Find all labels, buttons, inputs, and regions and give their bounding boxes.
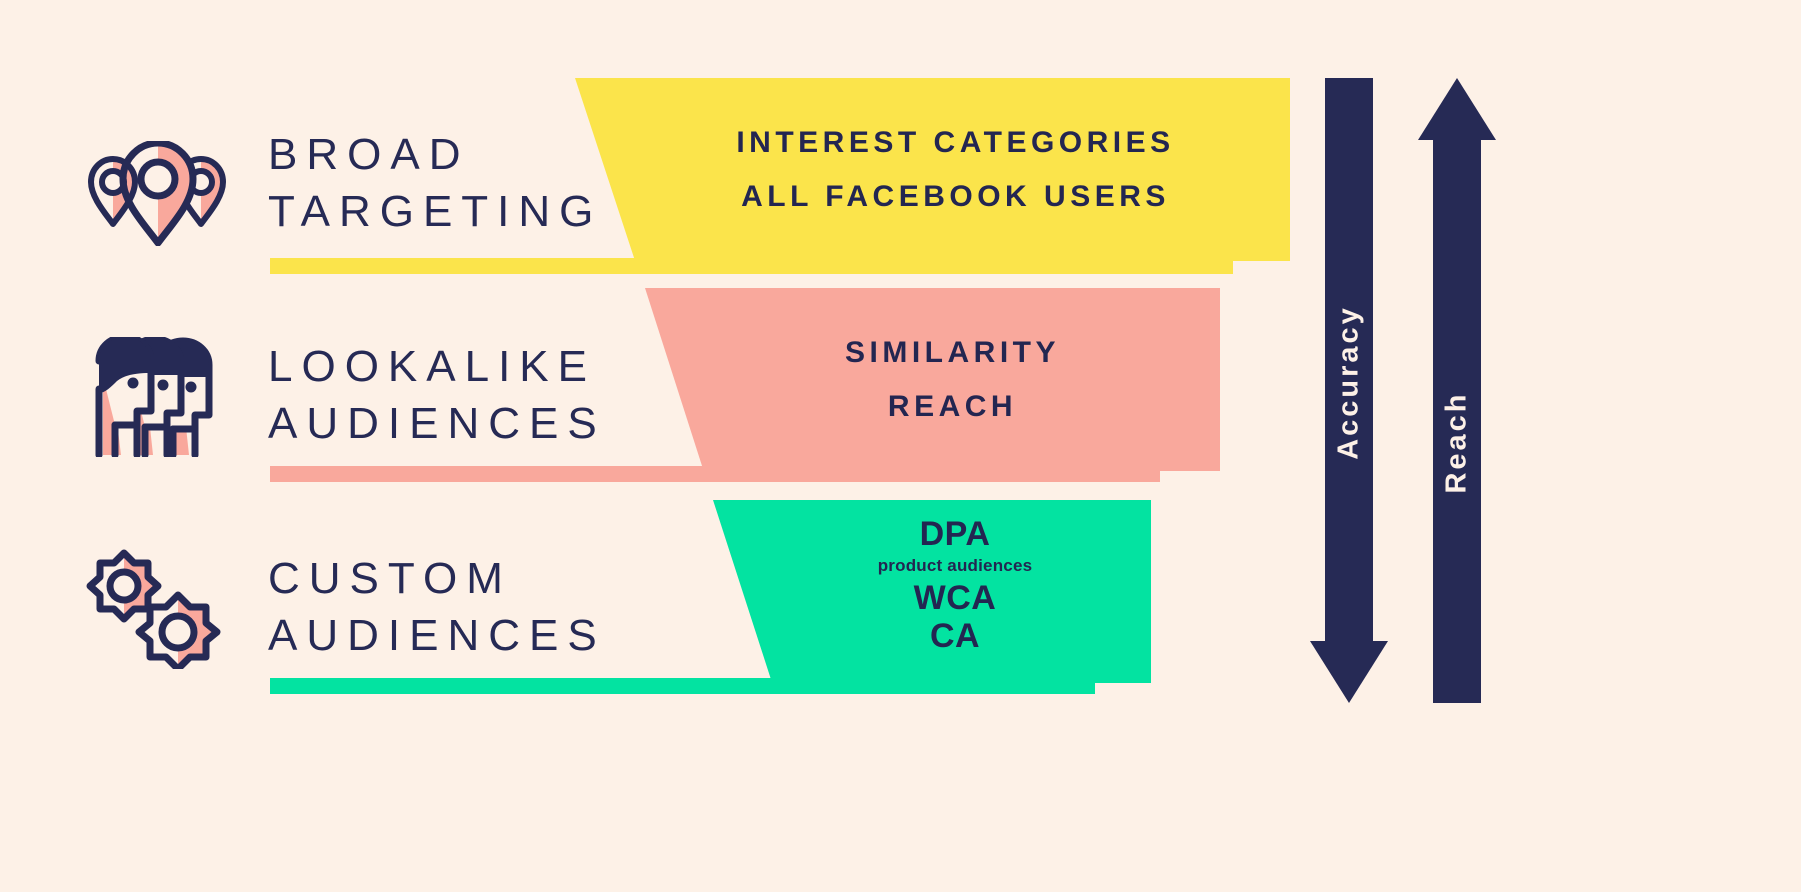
band-item-interest-categories: INTEREST CATEGORIES	[736, 126, 1175, 160]
reach-arrow-up: Reach	[1418, 78, 1496, 703]
funnel-row-lookalike-audiences: LOOKALIKE AUDIENCES	[0, 290, 1801, 505]
accuracy-arrow-down: Accuracy	[1310, 78, 1388, 703]
funnel-stub-bar-pink	[270, 466, 1160, 482]
funnel-band-broad-targeting: INTEREST CATEGORIES ALL FACEBOOK USERS	[575, 78, 1290, 261]
funnel-row-custom-audiences: CUSTOM AUDIENCES	[0, 502, 1801, 717]
stage-label-line-1: BROAD	[268, 130, 470, 179]
funnel-band-custom-audiences: DPA product audiences WCA CA	[713, 500, 1151, 683]
band-subitem-product-audiences: product audiences	[877, 556, 1033, 576]
funnel-band-content-green: DPA product audiences WCA CA	[713, 500, 1151, 683]
stage-label-line-2: TARGETING	[268, 187, 603, 237]
band-item-ca: CA	[929, 616, 981, 655]
funnel-stub-bar-yellow	[270, 258, 1233, 274]
reach-arrow-label: Reach	[1440, 391, 1473, 494]
people-group-icon	[78, 332, 238, 462]
arrow-head-up-icon	[1418, 78, 1496, 140]
funnel-band-content-pink: SIMILARITY REACH	[645, 288, 1220, 471]
funnel-band-shape-pink	[645, 288, 1220, 471]
stage-label-line-2: AUDIENCES	[268, 399, 606, 449]
band-item-dpa: DPA	[919, 515, 991, 553]
band-item-reach: REACH	[887, 389, 1018, 423]
funnel-band-shape-yellow	[575, 78, 1290, 261]
band-item-similarity: SIMILARITY	[845, 336, 1060, 370]
funnel-band-lookalike-audiences: SIMILARITY REACH	[645, 288, 1220, 471]
gears-icon	[78, 544, 238, 674]
map-pins-icon	[78, 128, 238, 258]
accuracy-arrow-label: Accuracy	[1332, 305, 1365, 460]
stage-label-broad-targeting: BROAD TARGETING	[268, 126, 638, 240]
stage-label-line-1: CUSTOM	[268, 554, 512, 603]
stage-label-lookalike-audiences: LOOKALIKE AUDIENCES	[268, 338, 638, 452]
arrow-shaft	[1433, 138, 1481, 703]
stage-label-line-1: LOOKALIKE	[268, 342, 597, 391]
funnel-row-broad-targeting: BROAD TARGETING	[0, 78, 1801, 293]
stage-label-line-2: AUDIENCES	[268, 611, 606, 661]
axis-arrows: Accuracy Reach	[1310, 78, 1510, 703]
funnel-band-content-yellow: INTEREST CATEGORIES ALL FACEBOOK USERS	[575, 78, 1290, 261]
arrow-shaft	[1325, 78, 1373, 643]
funnel-stub-bar-green	[270, 678, 1095, 694]
funnel-band-shape-green	[713, 500, 1151, 683]
band-item-wca: WCA	[913, 578, 997, 617]
band-item-all-facebook-users: ALL FACEBOOK USERS	[741, 179, 1170, 213]
arrow-head-down-icon	[1310, 641, 1388, 703]
stage-label-custom-audiences: CUSTOM AUDIENCES	[268, 550, 638, 664]
